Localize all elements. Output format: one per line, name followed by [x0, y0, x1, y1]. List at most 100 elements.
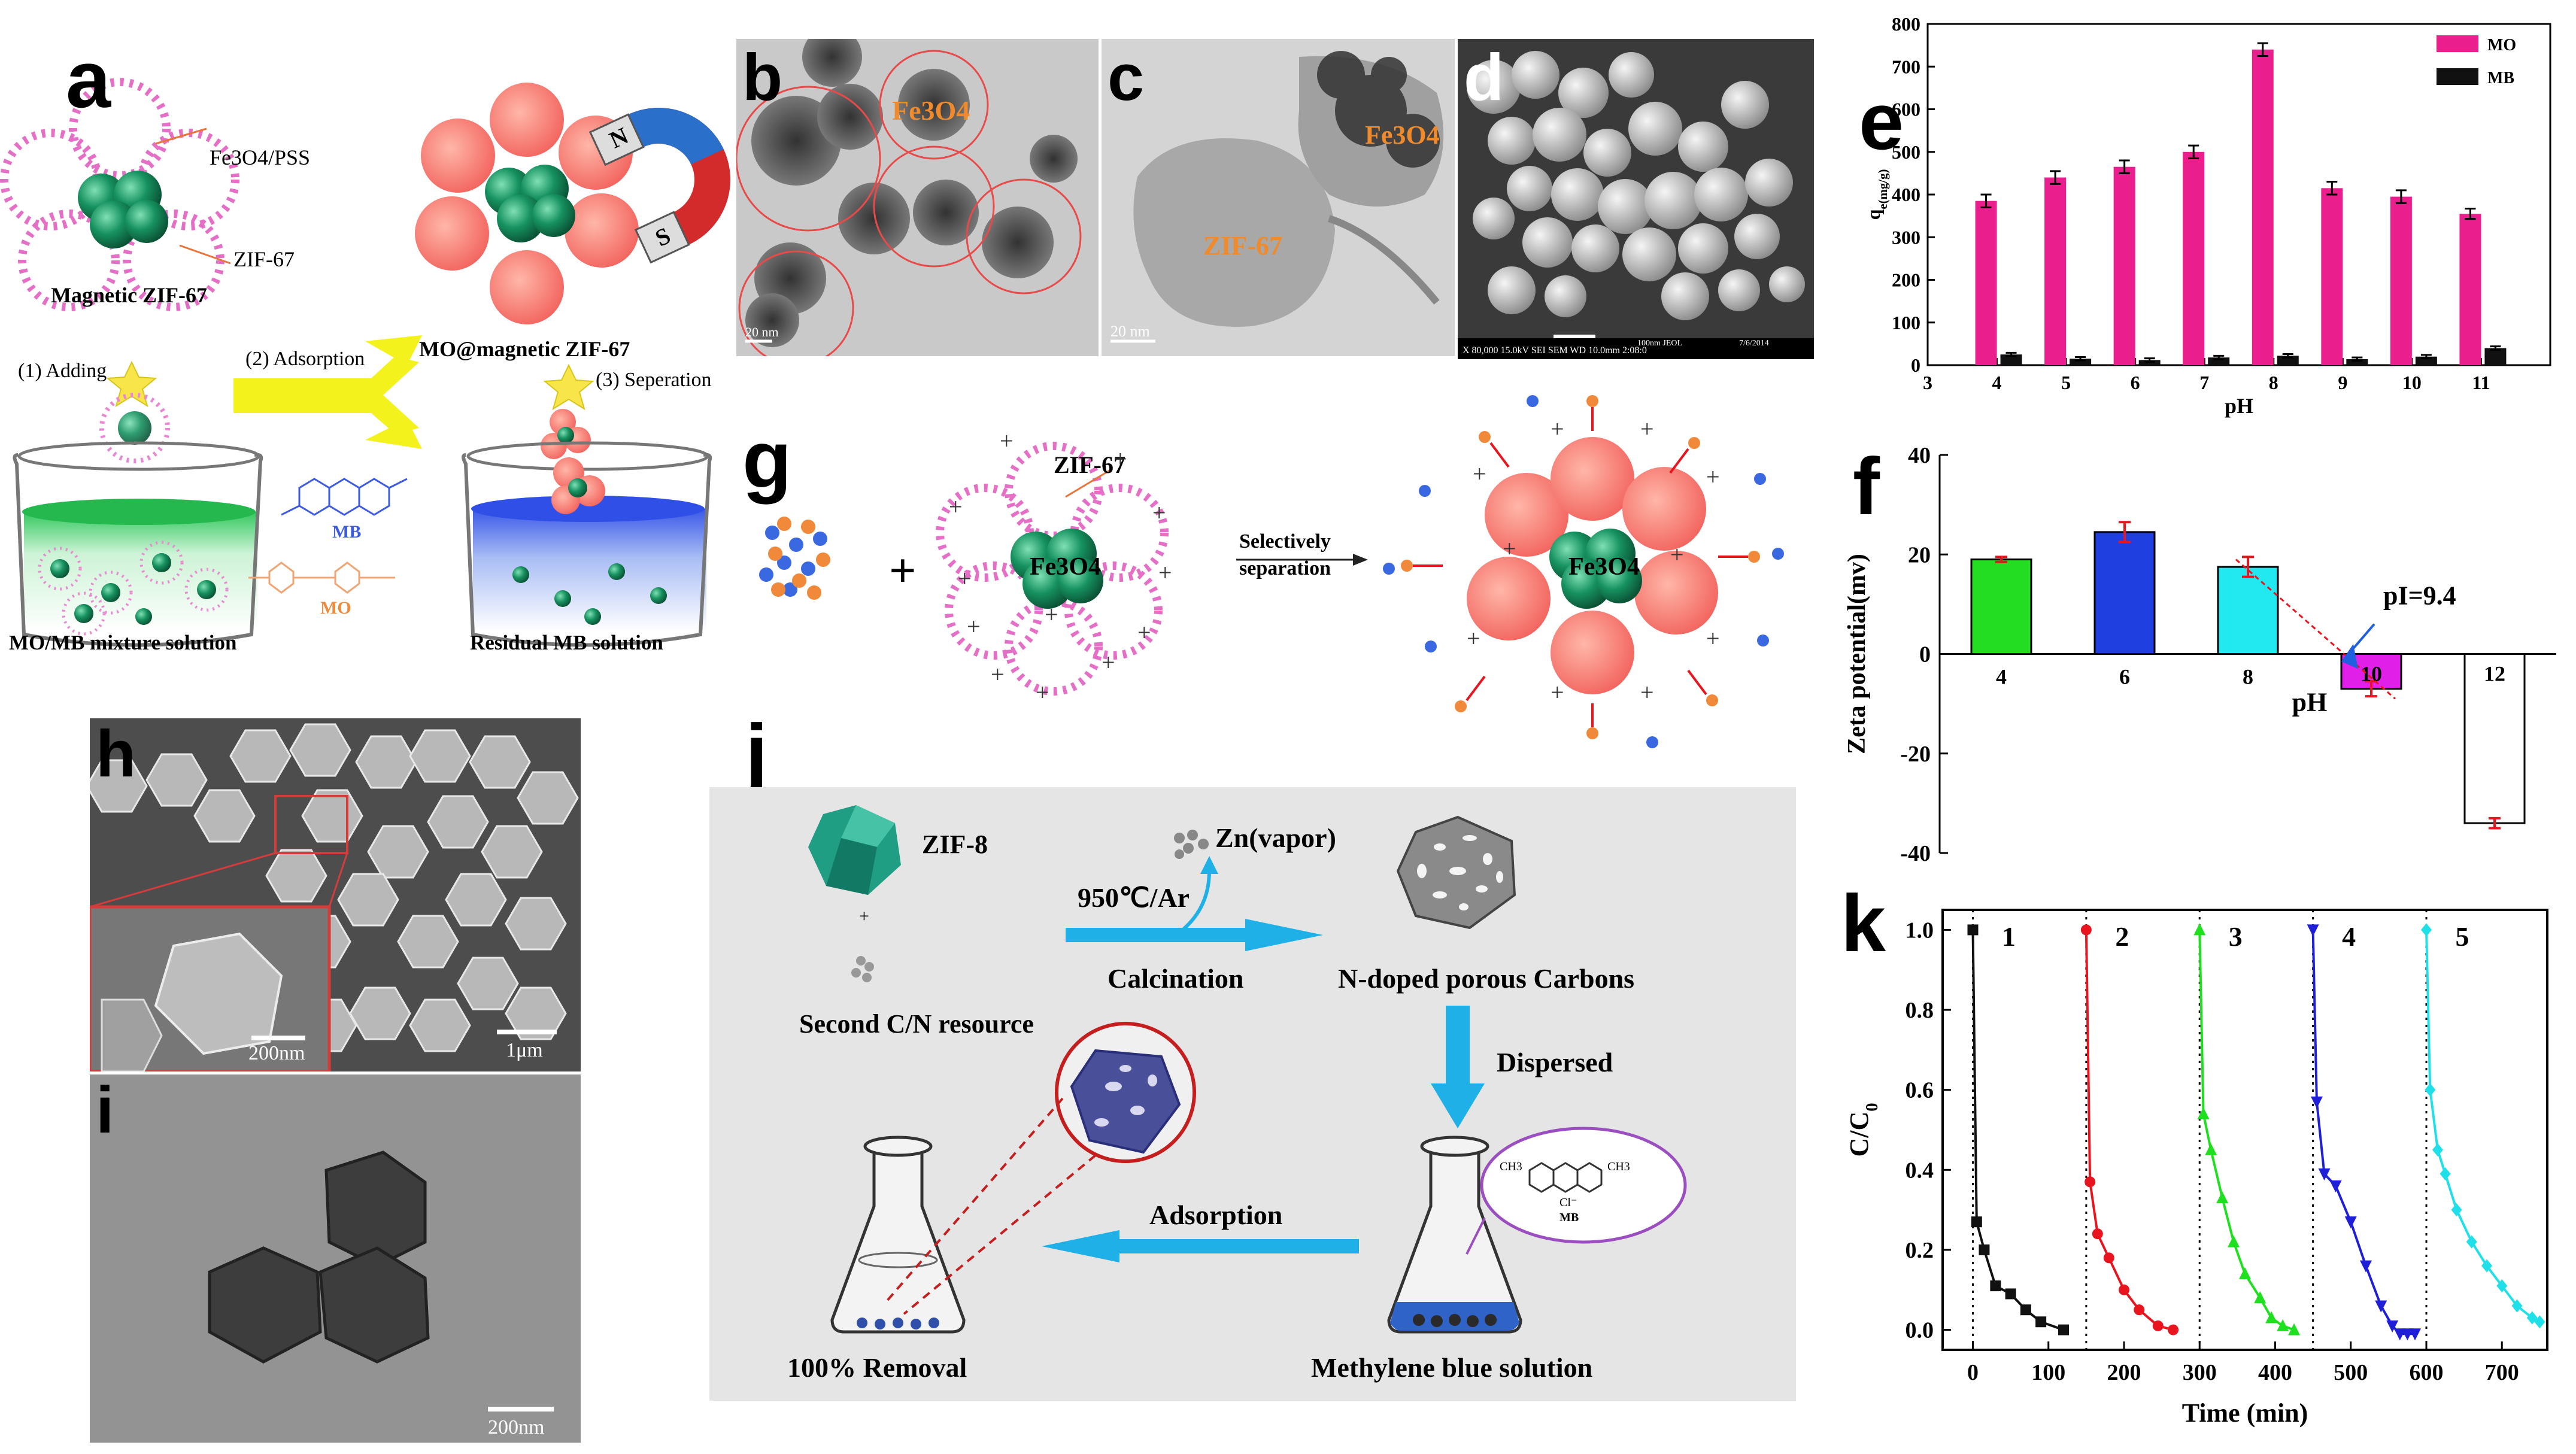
chart-k-series-label: 1 [2002, 921, 2016, 952]
chart-k-point [2393, 1328, 2406, 1341]
mb-ch3-right: CH3 [1607, 1160, 1630, 1173]
chart-e-xtick-label: 7 [2199, 372, 2209, 393]
adsorption-label: Adsorption [1149, 1200, 1282, 1230]
chart-f-xlabel: pH [2292, 688, 2328, 717]
chart-k-point [2197, 1107, 2210, 1119]
beaker-mixture [13, 441, 263, 647]
chart-f-xtick-label: 10 [2360, 662, 2382, 686]
chart-k-point [2401, 1328, 2414, 1341]
panel-c-label: c [1108, 41, 1145, 114]
chart-f-ytick-label: 0 [1919, 642, 1931, 667]
chart-e-bar-mb [2000, 354, 2022, 365]
svg-text:+: + [1551, 679, 1564, 706]
chart-e-xtick-label: 6 [2131, 372, 2140, 393]
chart-k-point [2254, 1291, 2266, 1304]
chart-f-ylabel: Zeta potential(mv) [1843, 554, 1871, 754]
chart-e-legend-label: MB [2487, 69, 2514, 87]
chart-k-ylabel: C/C0 [1844, 1103, 1882, 1156]
panel-i-label: i [96, 1074, 114, 1147]
chart-k-line-2 [2085, 930, 2174, 1331]
chart-e-ytick-label: 800 [1892, 13, 1920, 35]
mixture-solution-label: MO/MB mixture solution [9, 631, 236, 654]
chart-e-bar-mo [2044, 177, 2067, 365]
panel-d-footer: X 80,000 15.0kV SEI SEM WD 10.0mm 2:08:0 [1463, 345, 1647, 356]
chart-k-point [2307, 924, 2319, 937]
mb-molecule-structure [1528, 1162, 1603, 1193]
panel-f-label: f [1853, 441, 1880, 532]
chart-k-point [2085, 1176, 2096, 1188]
chart-k-point [2310, 1096, 2323, 1109]
chart-f-pi-arrowhead [2341, 643, 2358, 669]
svg-text:+: + [1640, 679, 1654, 706]
step1-label: (1) Adding [18, 360, 107, 382]
dispersed-label: Dispersed [1497, 1047, 1613, 1077]
chart-f-trend-line [2235, 558, 2396, 700]
panel-a-label: a [66, 34, 111, 125]
chart-k-xtick-label: 300 [2183, 1360, 2217, 1385]
g-fe3o4-right: Fe3O4 [1568, 553, 1640, 581]
calcination-label: Calcination [1108, 963, 1243, 994]
chart-k-point [1971, 1216, 1982, 1228]
g-plus-charges-left: ++++ ++++ ++++ [949, 427, 1172, 706]
chart-k-xtick-label: 600 [2410, 1360, 2444, 1385]
g-plus-charges-right: ++++ ++++ ++ [1467, 415, 1720, 706]
svg-text:+: + [1551, 415, 1564, 442]
chart-k-ytick-label: 1.0 [1906, 918, 1934, 943]
chart-k-point [2277, 1319, 2289, 1331]
porous-carbon-icon [1396, 815, 1516, 930]
chart-k-xtick-label: 400 [2258, 1360, 2292, 1385]
chart-e-xtick-label: 8 [2269, 372, 2278, 393]
chart-f-ytick-label: -40 [1900, 841, 1931, 866]
g-selectively-label: Selectively [1239, 530, 1331, 553]
chart-k-xtick-label: 100 [2031, 1360, 2065, 1385]
chart-e-ytick-label: 700 [1892, 56, 1920, 77]
chart-e-legend-swatch [2437, 35, 2478, 52]
chart-k-ytick-label: 0.4 [1906, 1158, 1934, 1183]
zif8-crystal-icon [808, 805, 901, 895]
chart-k-point [2386, 1320, 2399, 1332]
mb-structure [281, 478, 408, 516]
chart-f-bar [2463, 653, 2526, 824]
chart-k-series-label: 2 [2115, 921, 2129, 952]
beaker-residual [462, 441, 712, 647]
mo-magnetic-label: MO@magnetic ZIF-67 [419, 337, 630, 361]
chart-e-bar-mo [1975, 201, 1997, 365]
chart-e-xtick-label: 5 [2061, 372, 2071, 393]
chart-k-point [2432, 1143, 2443, 1156]
panel-d-date: 7/6/2014 [1739, 339, 1769, 348]
panel-e-label: e [1859, 76, 1904, 166]
ndoped-label: N-doped porous Carbons [1338, 963, 1634, 994]
panel-h-inset-scale: 200nm [248, 1042, 305, 1064]
chart-e-ytick-label: 100 [1892, 312, 1920, 333]
chart-k-xtick-label: 0 [1967, 1360, 1979, 1385]
svg-text:+: + [967, 613, 981, 640]
zif8-label: ZIF-8 [922, 830, 988, 859]
panel-b-fe3o4-label: Fe3O4 [892, 95, 970, 126]
svg-text:+: + [1137, 619, 1151, 646]
chart-k-ytick-label: 0.0 [1906, 1318, 1934, 1343]
chart-e-bar-mo [2183, 151, 2205, 365]
mo-label: MO [320, 598, 351, 618]
chart-e-ytick-label: 0 [1911, 354, 1920, 376]
chart-k-point [2511, 1299, 2523, 1313]
chart-e-bar-mo [2252, 49, 2274, 365]
chart-k-point [2526, 1311, 2538, 1325]
g-separation-label: separation [1239, 557, 1331, 579]
panel-h-label: h [96, 718, 136, 791]
chart-f-xtick-label: 12 [2484, 662, 2505, 686]
chart-k-xlabel: Time (min) [2182, 1398, 2308, 1428]
chart-k-point [1979, 1244, 1990, 1255]
chart-e-legend-label: MO [2487, 36, 2516, 54]
chart-k-xtick-label: 700 [2485, 1360, 2519, 1385]
panel-d-sem-image: X 80,000 15.0kV SEI SEM WD 10.0mm 2:08:0… [1458, 39, 1814, 359]
mb-ch3-left: CH3 [1500, 1160, 1522, 1173]
chart-k-point [2080, 924, 2092, 936]
chart-e-bar-mb [2070, 359, 2092, 365]
chart-e-xtick-label: 11 [2472, 372, 2490, 393]
magnetic-zif67-cluster [0, 78, 239, 311]
panel-d-label: d [1464, 41, 1504, 114]
chart-k-point [2152, 1320, 2164, 1331]
